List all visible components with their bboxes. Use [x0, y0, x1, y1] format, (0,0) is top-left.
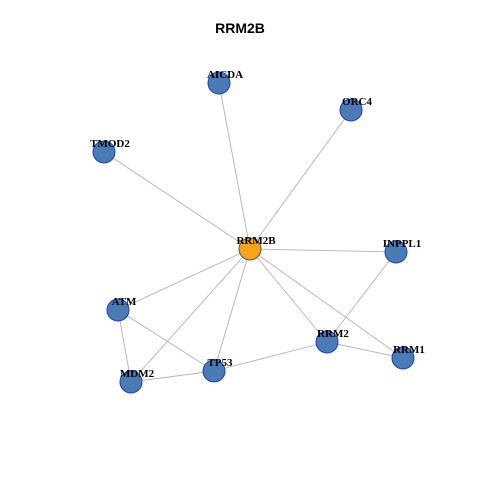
node-aicda[interactable]: [207, 71, 231, 95]
edge-rrm2b-tmod2: [103, 151, 251, 250]
node-atm[interactable]: [106, 298, 130, 322]
node-tmod2[interactable]: [92, 140, 116, 164]
edge-rrm2-tp53: [213, 341, 328, 372]
edge-rrm2b-orc4: [249, 109, 352, 250]
node-label-aicda: AICDA: [207, 69, 243, 81]
node-label-mdm2: MDM2: [120, 368, 155, 380]
node-rrm2[interactable]: [315, 330, 339, 354]
node-orc4[interactable]: [339, 98, 363, 122]
node-inppl1[interactable]: [384, 240, 408, 264]
nodes-layer: [92, 71, 415, 394]
graph-title: RRM2B: [215, 20, 265, 36]
edge-rrm2b-atm: [117, 248, 251, 311]
edge-rrm2-rrm1: [326, 341, 404, 359]
edges-layer: [103, 82, 404, 383]
edge-rrm2b-rrm2: [249, 248, 328, 343]
node-label-inppl1: INPPL1: [383, 238, 422, 250]
edge-rrm2b-aicda: [218, 82, 251, 250]
node-label-orc4: ORC4: [342, 96, 372, 108]
edge-atm-tp53: [117, 309, 215, 372]
node-label-tmod2: TMOD2: [90, 138, 130, 150]
edge-atm-mdm2: [117, 309, 132, 383]
node-label-rrm2b: RRM2B: [236, 235, 276, 247]
edge-rrm2b-rrm1: [249, 248, 404, 359]
node-tp53[interactable]: [202, 359, 226, 383]
node-label-tp53: TP53: [207, 357, 233, 369]
node-label-atm: ATM: [112, 296, 137, 308]
node-mdm2[interactable]: [119, 370, 143, 394]
edge-rrm2b-tp53: [213, 248, 251, 372]
node-label-rrm2: RRM2: [317, 328, 349, 340]
edge-inppl1-rrm2: [326, 251, 397, 343]
node-rrm1[interactable]: [391, 346, 415, 370]
edge-rrm2b-mdm2: [130, 248, 251, 383]
edge-rrm2b-inppl1: [249, 248, 397, 253]
edge-mdm2-tp53: [130, 370, 215, 383]
node-rrm2b[interactable]: [238, 237, 262, 261]
node-label-rrm1: RRM1: [393, 344, 425, 356]
